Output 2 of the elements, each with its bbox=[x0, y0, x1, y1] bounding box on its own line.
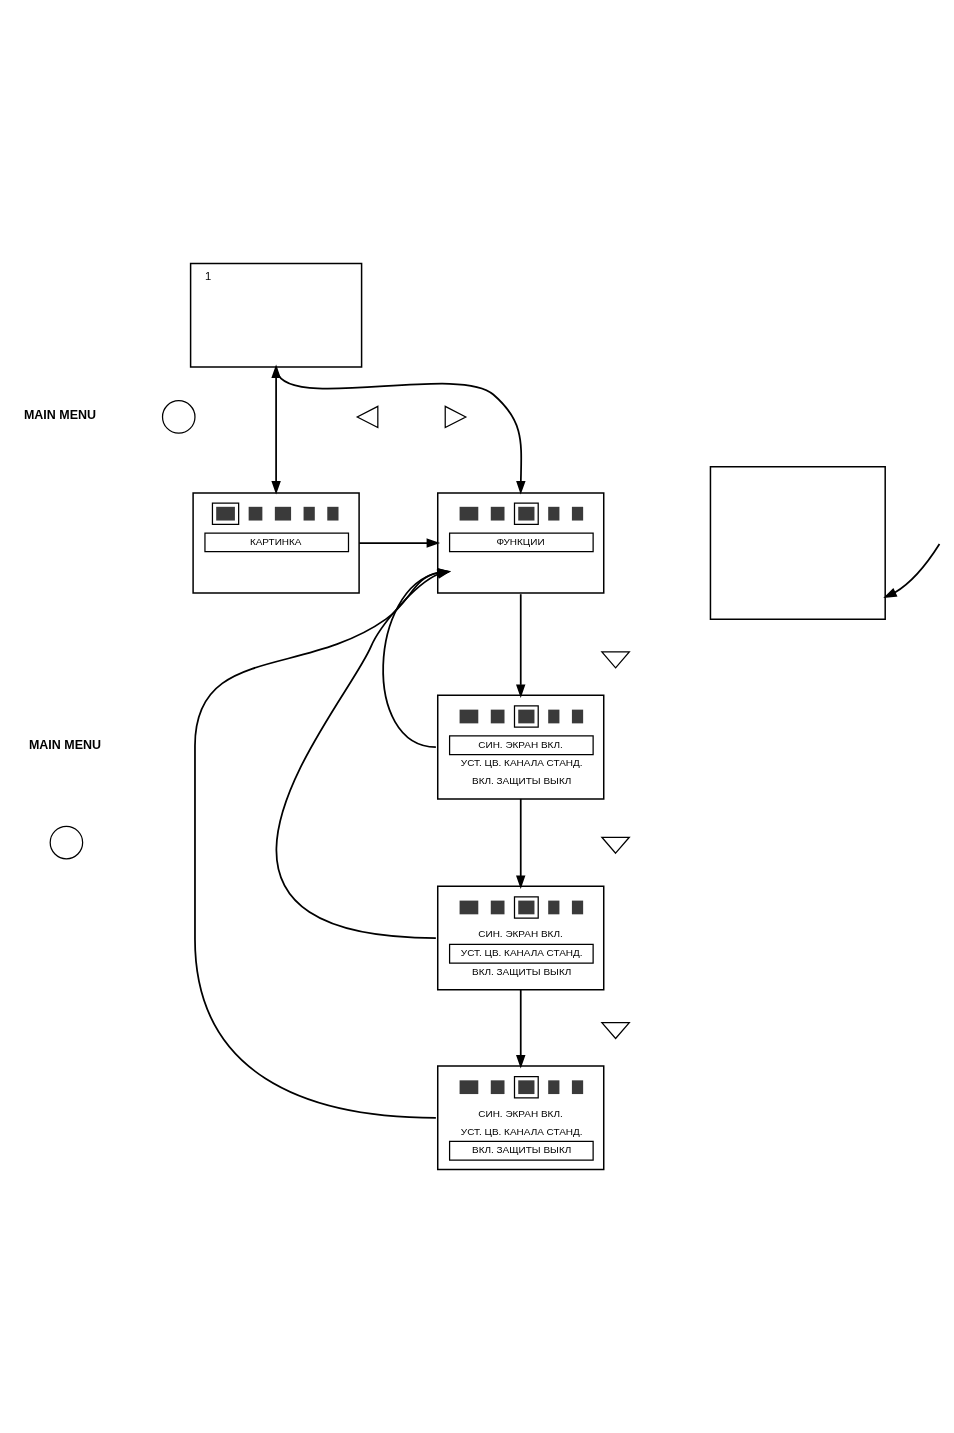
label: MAIN MENU bbox=[23, 407, 96, 422]
label: MAIN MENU bbox=[28, 737, 101, 752]
